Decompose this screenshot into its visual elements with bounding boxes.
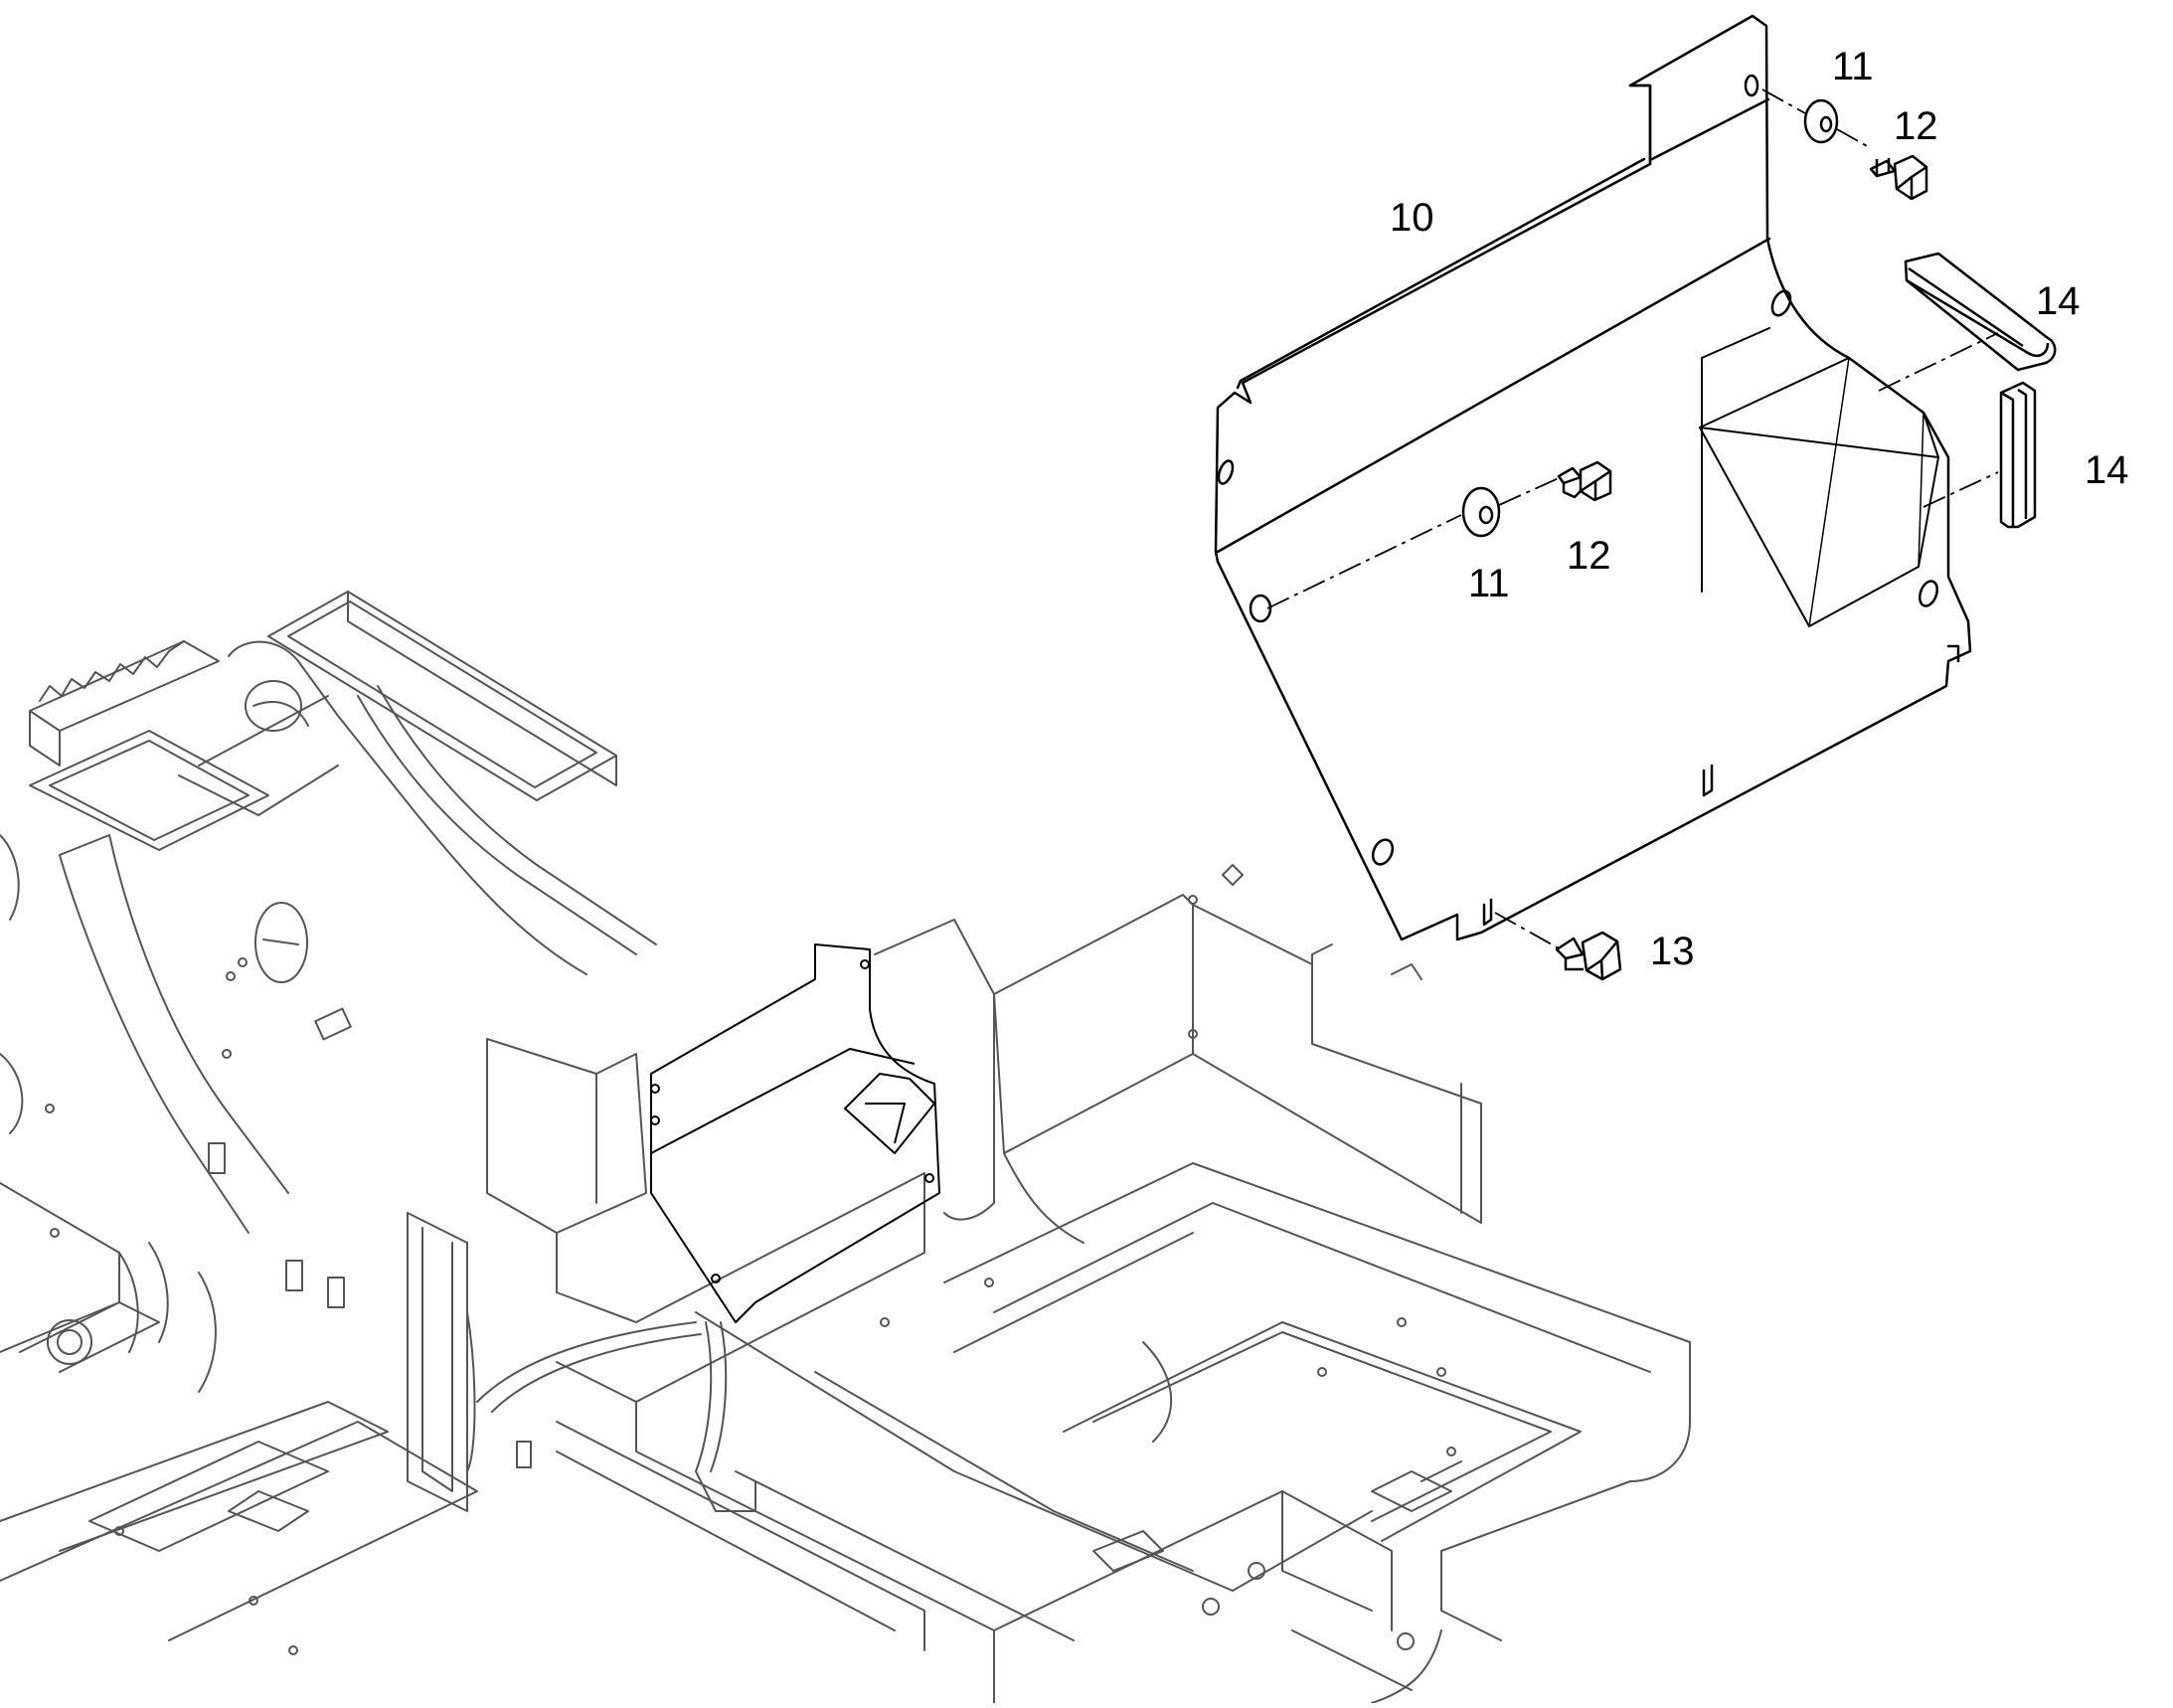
installed-panel <box>650 943 940 1323</box>
callout-10: 10 <box>1390 196 1434 240</box>
callout-14-top: 14 <box>2036 279 2081 323</box>
callouts: 10 11 12 11 12 13 14 14 <box>1390 45 2129 973</box>
edge-trim-side <box>1999 381 2037 529</box>
callout-13: 13 <box>1650 930 1695 973</box>
callout-11-top: 11 <box>1832 45 1874 88</box>
hardware <box>1461 98 2057 981</box>
machine-frame <box>0 591 1691 1704</box>
washer-top <box>1803 98 1839 144</box>
washer-mid <box>1461 486 1501 538</box>
callout-11-mid: 11 <box>1468 562 1510 605</box>
callout-14-side: 14 <box>2085 448 2129 492</box>
leader-lines <box>1266 88 1999 950</box>
callout-12-mid: 12 <box>1567 534 1611 578</box>
callout-12-top: 12 <box>1894 104 1938 148</box>
edge-trim-top <box>1904 252 2057 372</box>
shield-plate <box>1214 14 1972 941</box>
